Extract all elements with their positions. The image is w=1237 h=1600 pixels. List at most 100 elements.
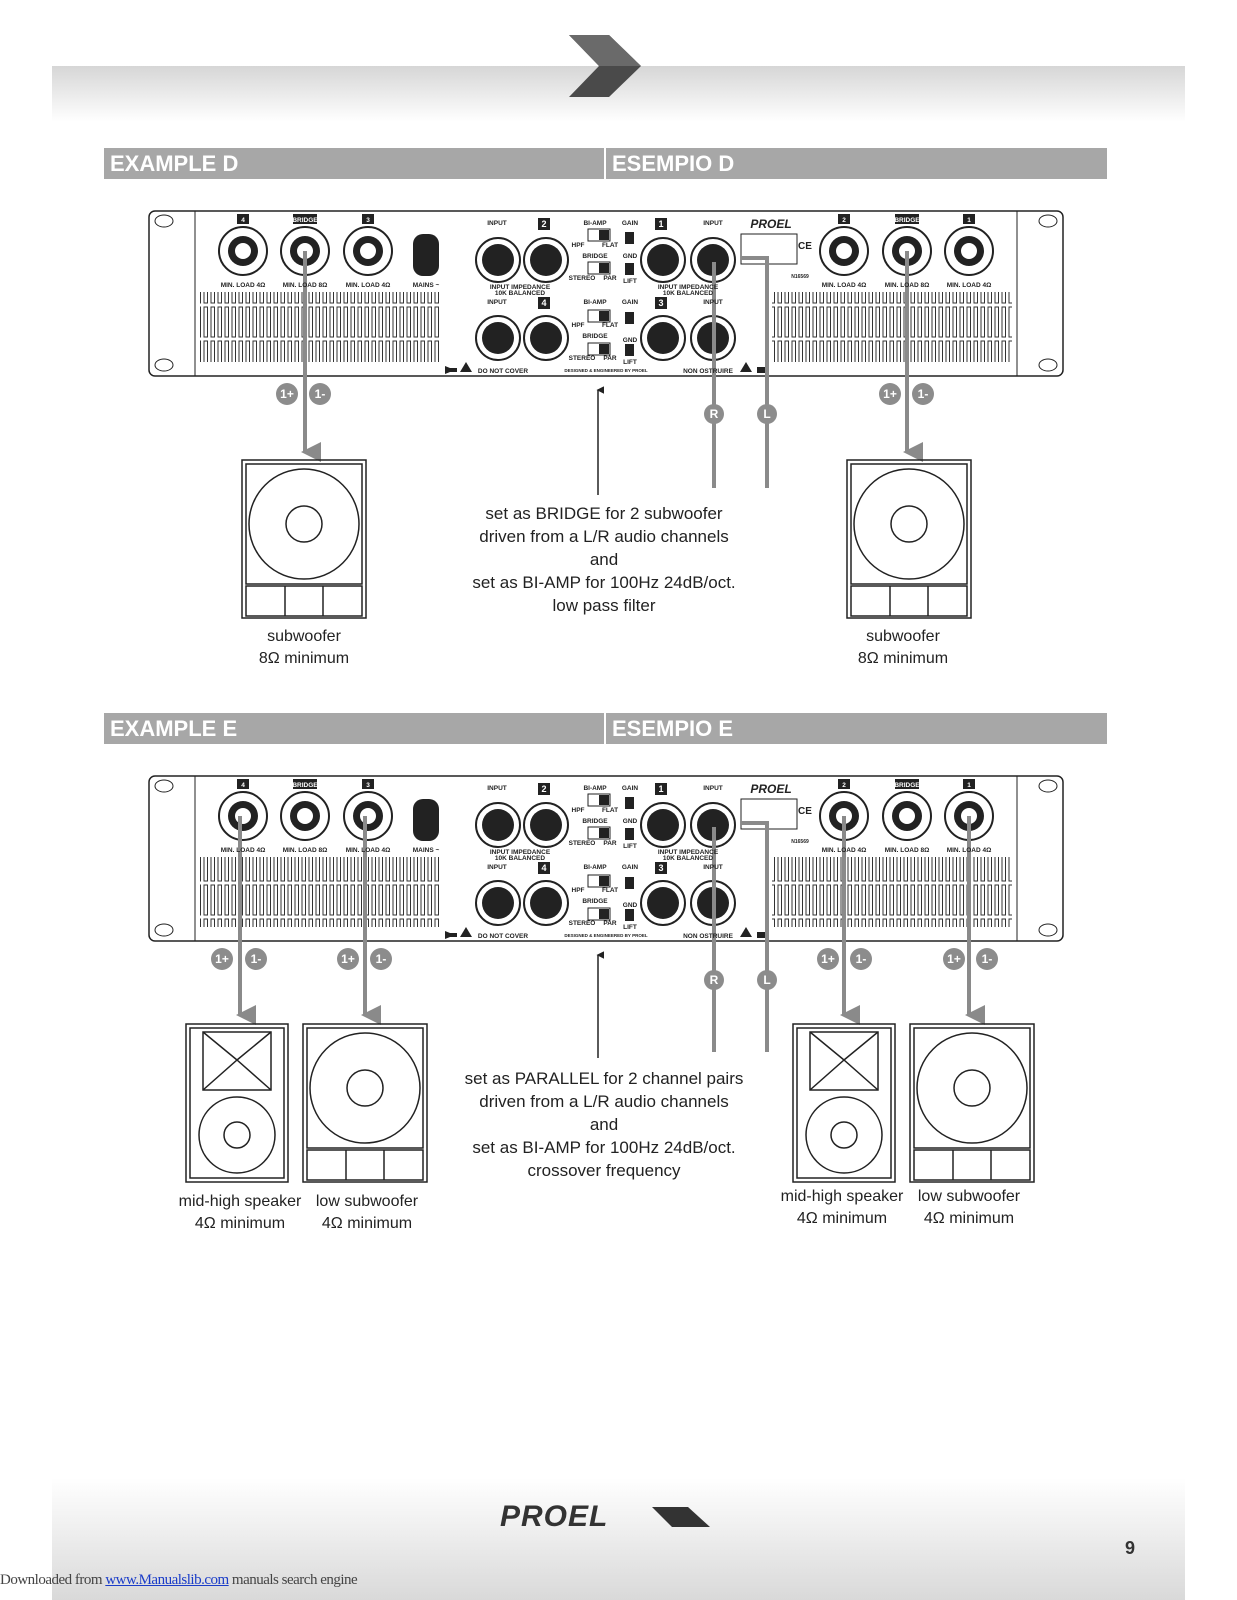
panel-label: MIN. LOAD 4Ω [346, 847, 391, 854]
panel-label: INPUT IMPEDANCE [490, 284, 551, 291]
channel-number: 3 [658, 298, 663, 308]
panel-label: HPF [572, 887, 585, 894]
speaker-caption-type: mid-high speaker [178, 1193, 302, 1210]
channel-number: 4 [241, 782, 245, 789]
channel-number: 2 [842, 217, 846, 224]
channel-number: 4 [541, 298, 546, 308]
speaker-caption: subwoofer 8Ω minimum [823, 626, 983, 670]
speakon-connector [218, 226, 268, 276]
panel-brand: PROEL [750, 782, 791, 796]
minus-label: 1- [856, 952, 867, 966]
xlr-input [475, 237, 521, 283]
speaker-caption-type: subwoofer [267, 628, 341, 645]
panel-label: BRIDGE [582, 898, 608, 905]
description-line: set as PARALLEL for 2 channel pairs [464, 1069, 744, 1088]
panel-label: BRIDGE [292, 782, 318, 789]
channel-number: 1 [658, 219, 663, 229]
speaker-caption: subwoofer 8Ω minimum [224, 626, 384, 670]
plus-label: 1+ [947, 952, 961, 966]
plus-label: 1+ [883, 387, 897, 401]
example-e-title: EXAMPLE E [104, 713, 604, 744]
download-notice: Downloaded from www.Manualslib.com manua… [0, 1572, 358, 1589]
panel-label: BI-AMP [583, 864, 607, 871]
example-d-description: set as BRIDGE for 2 subwoofer driven fro… [454, 502, 754, 617]
panel-label: N16569 [791, 274, 809, 280]
panel-label: FLAT [602, 242, 618, 249]
description-line: and [589, 550, 619, 569]
panel-label: GND [623, 818, 638, 825]
panel-brand: PROEL [750, 217, 791, 231]
panel-label: FLAT [602, 887, 618, 894]
mid-high-speaker-cabinet [185, 1023, 289, 1183]
speakon-connector [343, 226, 393, 276]
speakon-connector [944, 226, 994, 276]
description-line: driven from a L/R audio channels [479, 1092, 729, 1111]
speakon-connector [819, 226, 869, 276]
panel-label: 10K BALANCED [663, 290, 714, 297]
description-line: crossover frequency [527, 1161, 681, 1180]
speakon-connector [343, 791, 393, 841]
plus-label: 1+ [821, 952, 835, 966]
panel-label: BI-AMP [583, 785, 607, 792]
header-arrow-icon [569, 35, 641, 97]
speaker-caption-type: low subwoofer [917, 1188, 1021, 1205]
description-line: low pass filter [552, 596, 656, 615]
panel-label: GAIN [622, 864, 639, 871]
panel-label: PAR [603, 920, 617, 927]
low-subwoofer-cabinet [909, 1023, 1035, 1183]
speaker-caption-load: 4Ω minimum [923, 1210, 1015, 1227]
speaker-caption: low subwoofer 4Ω minimum [902, 1186, 1036, 1230]
subwoofer-cabinet [241, 459, 367, 619]
speaker-caption-load: 8Ω minimum [258, 650, 350, 667]
xlr-input [523, 237, 569, 283]
description-line: set as BI-AMP for 100Hz 24dB/oct. [472, 573, 736, 592]
panel-label: 10K BALANCED [663, 855, 714, 862]
panel-label: HPF [572, 242, 585, 249]
minus-label: 1- [315, 387, 326, 401]
panel-label: BI-AMP [583, 220, 607, 227]
channel-number: 1 [658, 784, 663, 794]
panel-label: MIN. LOAD 4Ω [221, 847, 266, 854]
panel-label: FLAT [602, 322, 618, 329]
channel-number: 2 [541, 219, 546, 229]
speaker-caption: mid-high speaker 4Ω minimum [770, 1186, 914, 1230]
speakon-connector [280, 791, 330, 841]
channel-number: 4 [541, 863, 546, 873]
speaker-caption-load: 8Ω minimum [857, 650, 949, 667]
speaker-caption: low subwoofer 4Ω minimum [300, 1191, 434, 1235]
panel-label: 10K BALANCED [495, 855, 546, 862]
right-label: R [710, 407, 719, 421]
panel-label: STEREO [569, 275, 596, 282]
mid-high-speaker-cabinet [792, 1023, 896, 1183]
panel-label: CE [798, 806, 812, 817]
panel-label: INPUT [703, 220, 723, 227]
amplifier-panel-e [148, 775, 1064, 942]
download-suffix: manuals search engine [228, 1572, 358, 1588]
speakon-connector [882, 791, 932, 841]
panel-label: STEREO [569, 920, 596, 927]
panel-label: GAIN [622, 785, 639, 792]
channel-number: 4 [241, 217, 245, 224]
panel-label: MIN. LOAD 4Ω [822, 847, 867, 854]
panel-label: LIFT [623, 278, 637, 285]
panel-label: LIFT [623, 843, 637, 850]
panel-label: DESIGNED & ENGINEERED BY PROEL [564, 368, 647, 373]
xlr-input [475, 802, 521, 848]
low-subwoofer-cabinet [302, 1023, 428, 1183]
panel-label: NON OSTRUIRE [683, 368, 734, 375]
speaker-caption-type: low subwoofer [315, 1193, 419, 1210]
xlr-input [523, 315, 569, 361]
xlr-input [690, 802, 736, 848]
panel-label: GAIN [622, 220, 639, 227]
panel-label: CE [798, 241, 812, 252]
panel-label: BI-AMP [583, 299, 607, 306]
panel-label: PAR [603, 275, 617, 282]
panel-label: N16569 [791, 839, 809, 845]
manualslib-link[interactable]: www.Manualslib.com [105, 1572, 229, 1588]
polarity-badges [211, 383, 998, 990]
esempio-d-title: ESEMPIO D [606, 148, 1107, 179]
channel-number: 2 [842, 782, 846, 789]
channel-number: 1 [967, 217, 971, 224]
panel-label: MIN. LOAD 8Ω [885, 847, 930, 854]
panel-label: MIN. LOAD 4Ω [822, 282, 867, 289]
